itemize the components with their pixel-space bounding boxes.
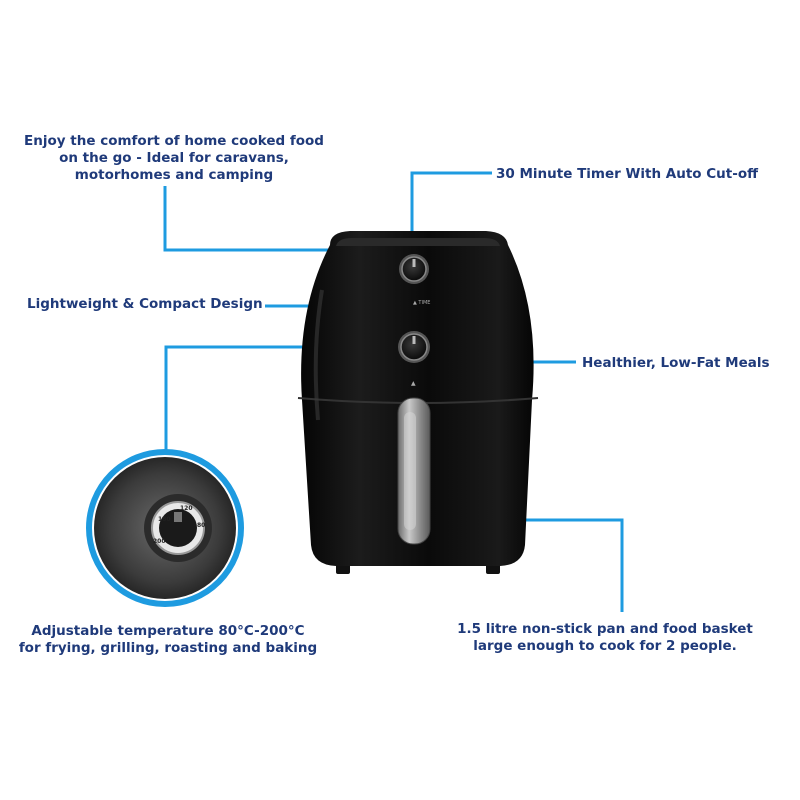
svg-text:80: 80: [197, 522, 205, 529]
temperature-dial-icon[interactable]: [398, 331, 430, 363]
handle-inner: [404, 412, 416, 530]
callout-text: Enjoy the comfort of home cooked food: [24, 133, 324, 149]
callout-healthy: Healthier, Low-Fat Meals: [582, 355, 770, 372]
air-fryer: ▲ TIME ▲: [297, 231, 539, 574]
body-highlight: [313, 289, 324, 421]
callout-text: 30 Minute Timer With Auto Cut-off: [496, 166, 759, 182]
callout-text: motorhomes and camping: [74, 167, 274, 183]
lid-top: [336, 238, 500, 246]
timer-marking: ▲ TIME: [413, 300, 430, 306]
callout-lightweight: Lightweight & Compact Design: [27, 296, 263, 313]
temp-marking: ▲: [411, 380, 416, 387]
callout-timer: 30 Minute Timer With Auto Cut-off: [496, 166, 758, 183]
dial-closeup: 180 120 80 200: [86, 449, 244, 607]
callout-pan: 1.5 litre non-stick pan and food basket …: [440, 621, 770, 655]
svg-text:120: 120: [180, 505, 193, 512]
callout-text: on the go - Ideal for caravans,: [59, 150, 289, 166]
callout-text: for frying, grilling, roasting and bakin…: [18, 640, 318, 656]
callout-temperature: Adjustable temperature 80°C-200°C for fr…: [8, 623, 328, 657]
leader-comfort: [163, 186, 345, 252]
svg-text:180: 180: [158, 516, 171, 523]
callout-text: Healthier, Low-Fat Meals: [582, 355, 770, 371]
leader-pan: [515, 518, 624, 612]
callout-text: Lightweight & Compact Design: [27, 296, 263, 312]
timer-dial-icon[interactable]: [399, 254, 429, 284]
callout-text: large enough to cook for 2 people.: [473, 638, 737, 654]
callout-text: 1.5 litre non-stick pan and food basket: [457, 621, 753, 637]
callout-text: Adjustable temperature 80°C-200°C: [31, 623, 305, 639]
callout-comfort: Enjoy the comfort of home cooked food on…: [14, 133, 334, 184]
svg-text:200: 200: [153, 538, 166, 545]
